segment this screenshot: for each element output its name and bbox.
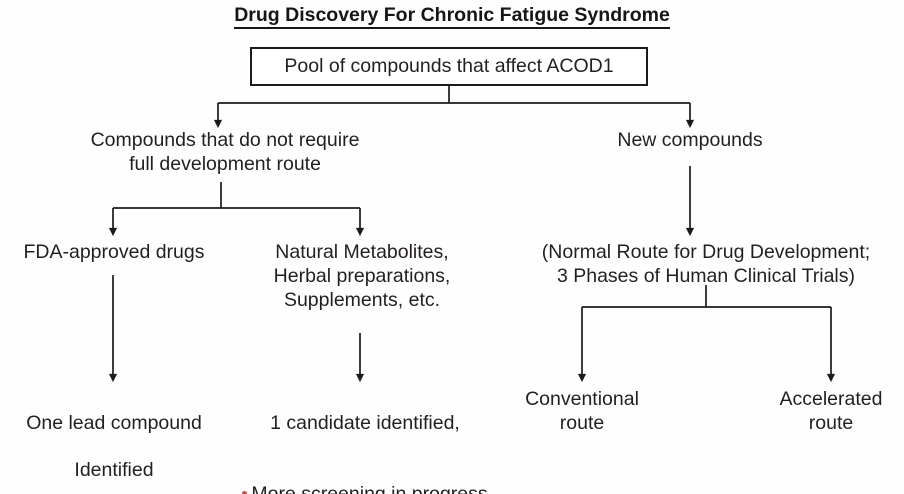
- root-node-box: Pool of compounds that affect ACOD1: [250, 47, 648, 86]
- page-title: Drug Discovery For Chronic Fatigue Syndr…: [0, 4, 904, 29]
- one-lead-line-1: One lead compound: [26, 411, 202, 434]
- page-title-text: Drug Discovery For Chronic Fatigue Syndr…: [234, 4, 670, 29]
- node-candidate-identified: 1 candidate identified, More screening i…: [240, 388, 490, 494]
- node-normal-route: (Normal Route for Drug Development; 3 Ph…: [541, 241, 871, 287]
- node-natural-metabolites: Natural Metabolites, Herbal preparations…: [273, 241, 451, 311]
- node-accelerated-route: Accelerated route: [779, 388, 883, 434]
- candidate-line-2-row: More screening in progress: [240, 459, 490, 494]
- candidate-line-1: 1 candidate identified,: [270, 411, 460, 434]
- red-bullet-icon: [242, 490, 248, 494]
- one-lead-line-2: Identified: [74, 459, 154, 482]
- candidate-line-2: More screening in progress: [251, 483, 487, 494]
- node-right-branch: New compounds: [617, 129, 763, 151]
- root-node-label: Pool of compounds that affect ACOD1: [284, 54, 614, 77]
- node-conventional-route: Conventional route: [525, 388, 639, 434]
- node-left-branch: Compounds that do not require full devel…: [90, 129, 360, 175]
- node-one-lead-compound: One lead compound Identified Compound 1: [8, 388, 220, 494]
- node-fda-approved: FDA-approved drugs: [23, 241, 205, 263]
